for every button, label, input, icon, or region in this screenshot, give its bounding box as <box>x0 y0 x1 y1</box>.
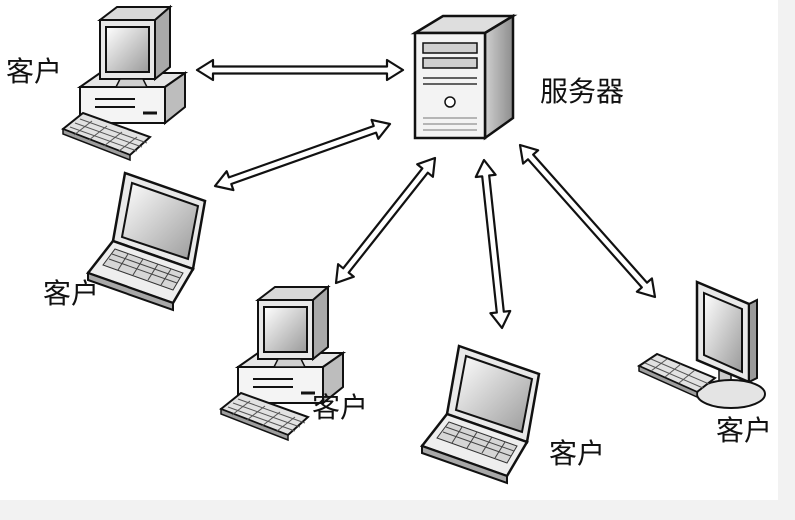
client-label-4: 客户 <box>549 437 606 470</box>
laptop-icon <box>86 171 207 312</box>
laptop-icon <box>420 344 541 485</box>
client-label-1: 客户 <box>6 55 63 88</box>
connection-arrows <box>195 58 657 330</box>
server-label: 服务器 <box>540 75 625 108</box>
lcd-monitor-icon <box>637 280 767 410</box>
bidirectional-arrow-4 <box>474 158 512 330</box>
client-label-5: 客户 <box>716 414 773 447</box>
client-label-3: 客户 <box>312 391 369 424</box>
bidirectional-arrow-5 <box>518 143 657 299</box>
bidirectional-arrow-3 <box>334 156 437 285</box>
server-tower-icon <box>413 14 515 140</box>
desktop-computer-icon <box>61 5 187 162</box>
client-label-2: 客户 <box>43 277 100 310</box>
bidirectional-arrow-2 <box>213 118 392 192</box>
bidirectional-arrow-1 <box>195 58 405 82</box>
diagram-nodes <box>61 5 767 485</box>
